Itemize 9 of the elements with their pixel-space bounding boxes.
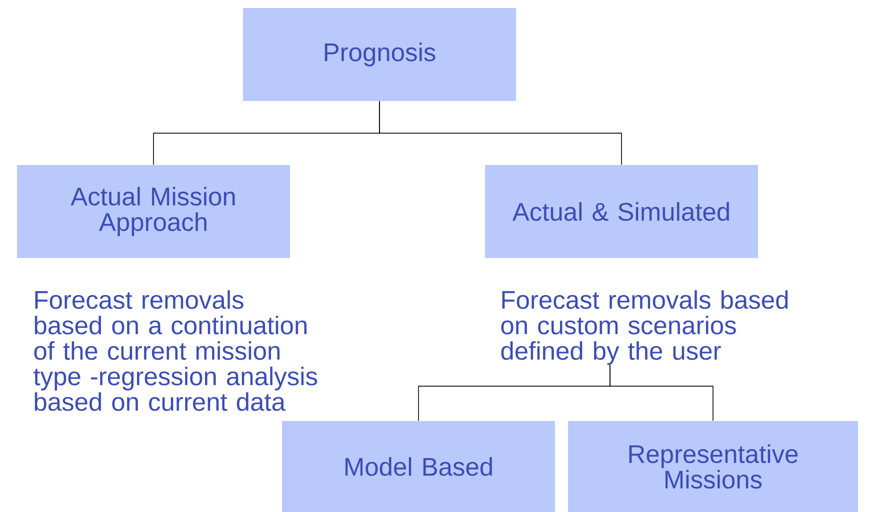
connector-line	[610, 364, 714, 422]
connector-line	[379, 100, 622, 166]
process-box: Model Based	[282, 421, 555, 512]
process-box: Representative Missions	[568, 421, 858, 512]
process-box: Prognosis	[243, 8, 516, 101]
process-box: Actual Mission Approach	[17, 165, 290, 258]
description-text: Forecast removals based on custom scenarios defined by the user	[501, 290, 788, 365]
process-box: Actual & Simulated	[485, 165, 758, 258]
description-text: Forecast removals based on a continuation of the current mission type -regression analysis based on current data	[34, 290, 318, 411]
